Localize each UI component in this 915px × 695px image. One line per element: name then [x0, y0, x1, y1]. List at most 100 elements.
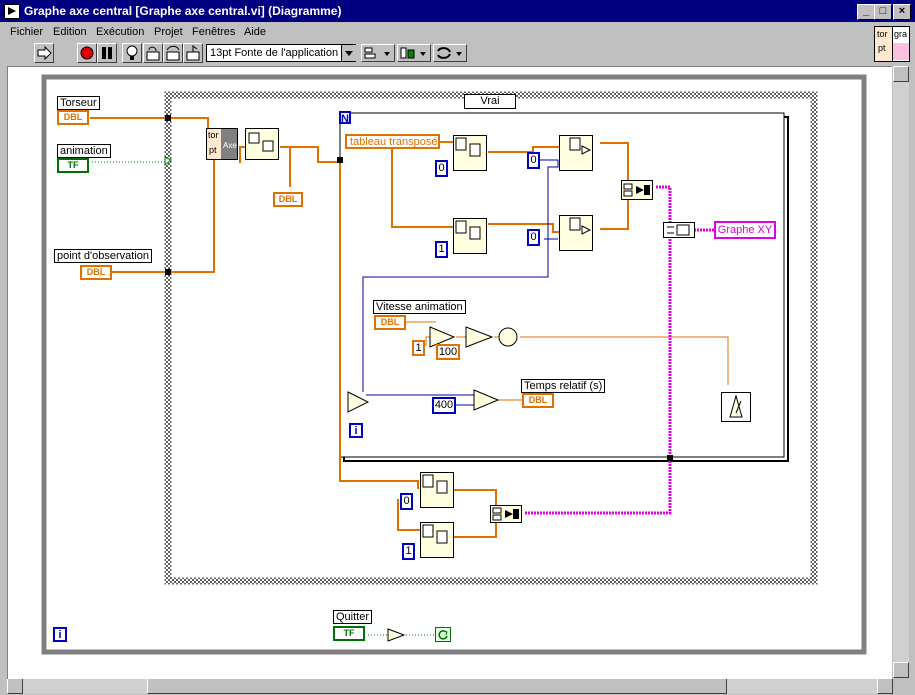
replace-array-node-2[interactable]: [559, 215, 593, 251]
stop-icon: [80, 46, 94, 60]
distribute-objects-button[interactable]: [397, 44, 431, 62]
abort-button[interactable]: [77, 43, 97, 63]
menu-fichier[interactable]: Fichier: [10, 26, 44, 38]
temps-relatif-label: Temps relatif (s): [521, 379, 606, 393]
menu-edition[interactable]: Edition: [53, 26, 87, 38]
const-one-1[interactable]: 1: [435, 241, 448, 258]
menu-projet[interactable]: Projet: [154, 26, 183, 38]
connector-pt: pt: [878, 43, 886, 53]
loop-condition-terminal[interactable]: [435, 627, 451, 642]
replace-array-icon: [569, 217, 592, 235]
bundle-icon: [667, 224, 690, 236]
scroll-right-arrow[interactable]: [877, 678, 893, 694]
index-array-icon: [455, 137, 481, 157]
subvi-axe-label: Axe: [223, 141, 237, 150]
replace-array-node-1[interactable]: [559, 135, 593, 171]
const-one-vitesse[interactable]: 1: [412, 340, 425, 356]
scroll-down-arrow[interactable]: [893, 662, 909, 678]
vitesse-animation-terminal[interactable]: DBL: [374, 315, 406, 330]
horizontal-scrollbar[interactable]: [7, 678, 893, 694]
run-arrow-button[interactable]: [34, 43, 54, 63]
step-out-button[interactable]: [183, 43, 203, 63]
build-array-icon: [492, 507, 519, 521]
connector-tor: tor: [877, 29, 888, 39]
index-array-node-4[interactable]: [420, 522, 454, 558]
title-bar: Graphe axe central [Graphe axe central.v…: [0, 0, 915, 22]
align-objects-button[interactable]: [361, 44, 395, 62]
index-array-node-1[interactable]: [453, 135, 487, 171]
transpose-icon: [248, 132, 274, 152]
const-zero-2[interactable]: 0: [527, 152, 540, 169]
continue-arrow-icon: [438, 630, 448, 640]
wait-metronome-node[interactable]: [721, 392, 751, 422]
dbl-constant-terminal[interactable]: DBL: [273, 192, 303, 207]
minimize-button[interactable]: _: [857, 4, 875, 20]
bundle-node[interactable]: [663, 222, 695, 238]
connector-gra: gra: [894, 29, 908, 39]
align-icon: [364, 47, 390, 59]
scroll-left-arrow[interactable]: [7, 678, 23, 694]
torseur-label: Torseur: [57, 96, 100, 110]
font-select[interactable]: 13pt Fonte de l'application: [206, 44, 356, 62]
labview-app-icon[interactable]: [4, 4, 20, 19]
lightbulb-icon: [126, 45, 138, 60]
quitter-terminal[interactable]: TF: [333, 626, 365, 641]
for-loop-count-terminal[interactable]: N: [339, 111, 351, 125]
menu-fenetres[interactable]: Fenêtres: [192, 26, 236, 38]
const-one-2[interactable]: 1: [402, 543, 415, 560]
block-diagram-canvas[interactable]: Vrai N i i Torseur DBL animation TF poin…: [7, 66, 892, 679]
transpose-array-node[interactable]: [245, 128, 279, 160]
index-array-node-3[interactable]: [420, 472, 454, 508]
pause-button[interactable]: [97, 43, 117, 63]
distribute-icon: [400, 47, 426, 59]
const-400[interactable]: 400: [432, 397, 456, 414]
while-loop-iteration-terminal[interactable]: i: [53, 627, 67, 642]
point-observation-label: point d'observation: [54, 249, 152, 263]
step-into-button[interactable]: [143, 43, 163, 63]
toolbar: [0, 42, 870, 64]
run-arrow-icon: [37, 45, 52, 61]
highlight-execution-button[interactable]: [122, 43, 142, 63]
build-array-node-2[interactable]: [490, 505, 522, 523]
step-into-icon: [146, 46, 160, 61]
temps-relatif-terminal[interactable]: DBL: [522, 393, 554, 408]
chevron-down-icon[interactable]: [341, 45, 356, 61]
const-zero-3[interactable]: 0: [527, 229, 540, 246]
vertical-scrollbar[interactable]: [893, 66, 909, 678]
step-out-icon: [186, 45, 200, 61]
torseur-terminal[interactable]: DBL: [57, 110, 89, 125]
reorder-button[interactable]: [433, 44, 467, 62]
graphe-xy-terminal[interactable]: Graphe XY: [714, 221, 776, 239]
pause-icon: [102, 47, 112, 59]
subvi-tor-label: tor: [208, 130, 219, 140]
const-100[interactable]: 100: [436, 344, 460, 360]
menu-execution[interactable]: Exécution: [96, 26, 145, 38]
replace-array-icon: [569, 137, 592, 155]
step-over-button[interactable]: [163, 43, 183, 63]
case-selector[interactable]: Vrai: [464, 94, 516, 109]
window-title: Graphe axe central [Graphe axe central.v…: [24, 4, 342, 18]
const-zero-4[interactable]: 0: [400, 493, 413, 510]
metronome-icon: [729, 394, 743, 418]
for-loop-iteration-terminal[interactable]: i: [349, 423, 363, 438]
vitesse-animation-label: Vitesse animation: [373, 300, 466, 314]
reorder-icon: [437, 47, 462, 59]
close-button[interactable]: ×: [893, 4, 911, 20]
build-array-icon: [623, 183, 650, 197]
maximize-button[interactable]: □: [874, 4, 892, 20]
menu-aide[interactable]: Aide: [244, 26, 267, 38]
step-over-icon: [166, 45, 180, 61]
horizontal-scroll-thumb[interactable]: [147, 678, 727, 694]
point-observation-terminal[interactable]: DBL: [80, 265, 112, 280]
index-array-icon: [455, 220, 481, 240]
vi-connector-pane[interactable]: tor pt gra: [874, 26, 910, 62]
axe-central-subvi[interactable]: tor pt Axe: [206, 128, 238, 160]
index-array-icon: [422, 524, 448, 544]
animation-terminal[interactable]: TF: [57, 158, 89, 173]
index-array-node-2[interactable]: [453, 218, 487, 254]
scroll-up-arrow[interactable]: [893, 66, 909, 82]
const-zero-1[interactable]: 0: [435, 160, 448, 177]
tableau-transpose-label[interactable]: tableau transposé: [345, 134, 440, 149]
animation-label: animation: [57, 144, 111, 158]
build-array-node[interactable]: [621, 180, 653, 200]
